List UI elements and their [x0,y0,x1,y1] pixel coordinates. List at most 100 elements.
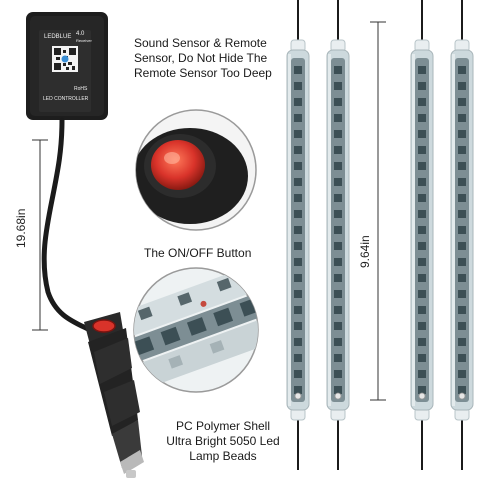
led-bead [334,242,342,250]
led-strip [450,0,474,470]
led-strip [286,0,310,470]
led-bead [294,338,302,346]
led-bead [418,226,426,234]
led-bead [458,338,466,346]
led-bead [334,290,342,298]
led-bead [418,162,426,170]
controller-version-sub: Receiver [76,38,92,43]
shell-callout: PC Polymer Shell Ultra Bright 5050 Led L… [148,419,298,464]
led-bead [458,66,466,74]
led-bead [334,322,342,330]
led-bead [458,178,466,186]
strip-length-dimension-line [370,21,386,401]
led-bead [334,210,342,218]
led-bead [334,146,342,154]
led-bead [294,66,302,74]
led-bead [418,178,426,186]
led-bead [294,242,302,250]
led-bead [294,370,302,378]
led-bead [458,114,466,122]
led-bead [334,114,342,122]
led-bead [458,98,466,106]
callout-line: Sound Sensor & Remote [134,36,267,50]
led-bead [458,370,466,378]
led-strips [286,0,474,470]
led-bead [418,130,426,138]
led-bead [418,306,426,314]
led-bead [334,370,342,378]
led-bead [458,258,466,266]
onoff-callout: The ON/OFF Button [144,246,252,260]
led-bead [294,178,302,186]
led-bead [334,178,342,186]
led-bead [418,338,426,346]
callout-line: Sensor, Do Not Hide The [134,51,268,65]
led-bead [294,82,302,90]
led-bead [418,370,426,378]
led-bead [418,210,426,218]
led-strip-zoom [133,267,259,393]
led-bead [334,274,342,282]
led-bead [458,322,466,330]
cigarette-lighter-plug [84,312,144,478]
led-bead [458,354,466,362]
led-bead [334,354,342,362]
led-bead [418,114,426,122]
callout-line: Remote Sensor Too Deep [134,66,272,80]
led-bead [294,226,302,234]
led-bead [458,82,466,90]
led-bead [294,146,302,154]
led-bead [418,194,426,202]
led-bead [418,98,426,106]
led-bead [418,242,426,250]
led-bead [418,66,426,74]
cable-length-label: 19.68in [14,208,28,248]
led-bead [418,354,426,362]
led-bead [418,146,426,154]
led-bead [294,130,302,138]
led-bead [418,258,426,266]
controller-version: 4.0 [76,31,85,37]
led-bead [458,226,466,234]
led-bead [458,306,466,314]
led-bead [334,194,342,202]
led-bead [294,194,302,202]
led-bead [294,306,302,314]
led-bead [294,386,302,394]
led-bead [458,290,466,298]
led-bead [294,114,302,122]
led-bead [334,98,342,106]
led-bead [458,242,466,250]
led-bead [334,162,342,170]
led-bead [458,194,466,202]
led-bead [334,386,342,394]
controller-model: LED CONTROLLER [43,96,89,102]
led-bead [294,290,302,298]
led-bead [418,386,426,394]
qr-code-icon [52,46,78,72]
power-cable [41,117,93,333]
led-bead [418,322,426,330]
onoff-button-zoom [135,109,257,231]
led-bead [458,162,466,170]
callout-line: Ultra Bright 5050 Led [166,434,280,448]
strip-length-label: 9.64in [358,235,372,268]
led-bead [334,306,342,314]
callout-line: PC Polymer Shell [175,419,271,433]
power-switch [92,319,116,333]
led-bead [334,226,342,234]
led-bead [334,130,342,138]
led-bead [458,210,466,218]
controller-rohs: RoHS [74,86,88,92]
sound-sensor-callout: Sound Sensor & Remote Sensor, Do Not Hid… [134,36,304,81]
led-bead [294,210,302,218]
led-bead [294,98,302,106]
led-bead [334,82,342,90]
led-bead [294,258,302,266]
led-bead [418,290,426,298]
led-bead [334,66,342,74]
led-bead [458,130,466,138]
led-bead [458,146,466,154]
